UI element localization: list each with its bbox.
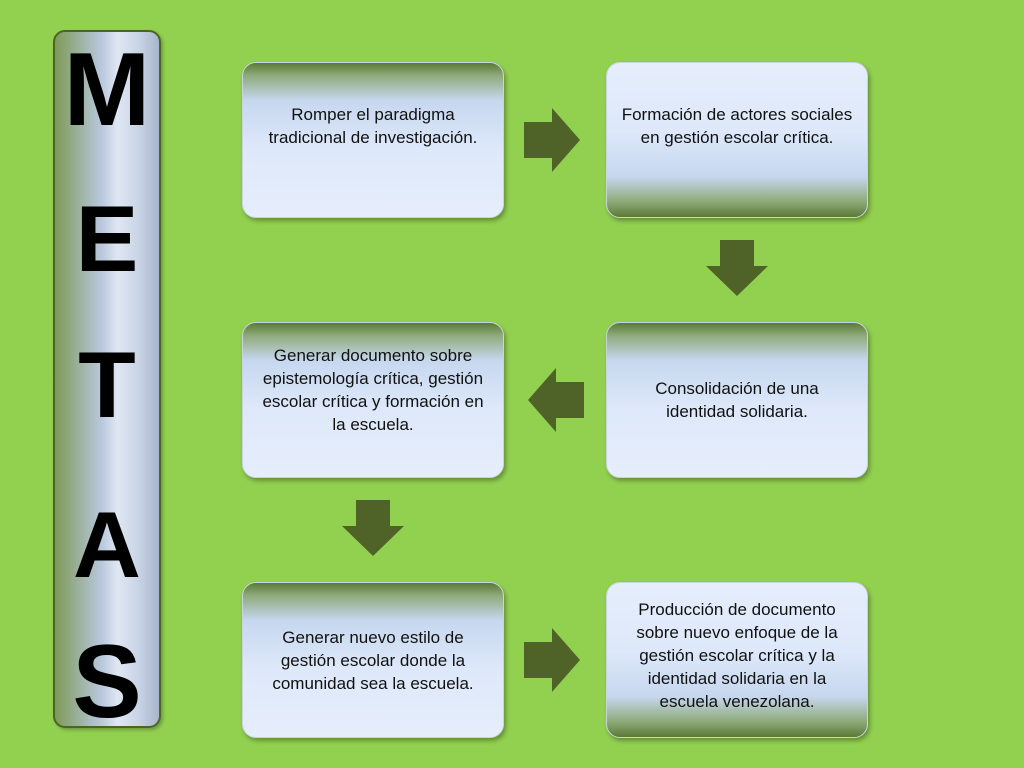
box-generar-estilo: Generar nuevo estilo de gestión escolar … [242,582,504,738]
box-romper-paradigma-text: Romper el paradigma tradicional de inves… [268,105,478,147]
box-produccion-documento-text: Producción de documento sobre nuevo enfo… [636,599,838,711]
box-generar-estilo-text: Generar nuevo estilo de gestión escolar … [272,627,474,693]
title-letter-m: M [63,32,151,148]
box-generar-documento: Generar documento sobre epistemología cr… [242,322,504,478]
arrow-left-icon [528,368,584,432]
title-letter-a: A [73,492,141,597]
box-produccion-documento: Producción de documento sobre nuevo enfo… [606,582,868,738]
title-letter-s: S [72,624,142,728]
box-generar-documento-text: Generar documento sobre epistemología cr… [262,346,484,434]
arrow-right-icon [524,628,580,692]
title-letter-t: T [78,332,136,437]
box-consolidacion-text: Consolidación de una identidad solidaria… [655,379,819,421]
box-consolidacion: Consolidación de una identidad solidaria… [606,322,868,478]
title-letter-e: E [75,186,139,291]
box-formacion-actores-text: Formación de actores sociales en gestión… [621,105,853,147]
arrow-down-icon [342,500,404,556]
box-formacion-actores: Formación de actores sociales en gestión… [606,62,868,218]
box-romper-paradigma: Romper el paradigma tradicional de inves… [242,62,504,218]
arrow-right-icon [524,108,580,172]
title-bar: M E T A S [53,30,161,728]
arrow-down-icon [706,240,768,296]
